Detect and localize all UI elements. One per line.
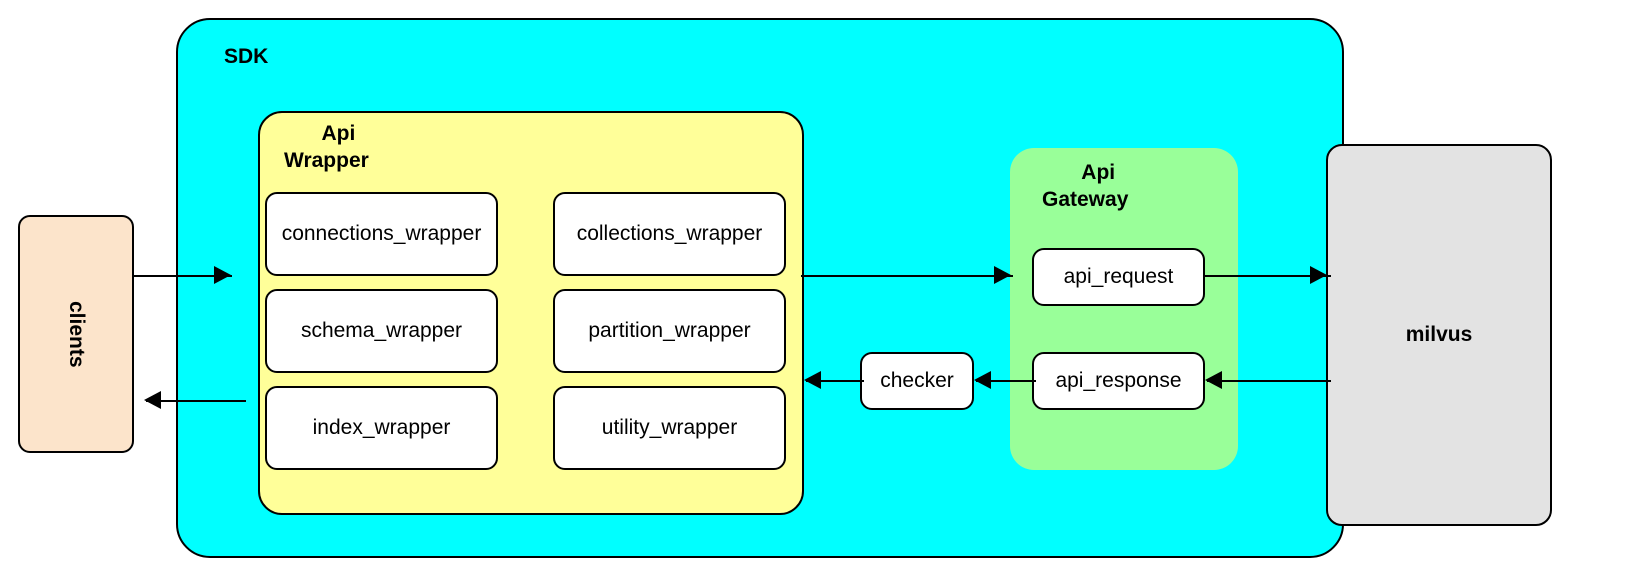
edge-milvus-to-api-response [1207, 380, 1331, 382]
arrowhead-right-icon [1310, 266, 1327, 284]
node-schema-wrapper[interactable]: schema_wrapper [265, 289, 498, 373]
edge-clients-to-api-wrapper [134, 275, 232, 277]
node-label: utility_wrapper [601, 416, 738, 439]
arrowhead-right-icon [994, 266, 1011, 284]
milvus-box[interactable]: milvus [1326, 144, 1552, 526]
node-api-response[interactable]: api_response [1032, 352, 1205, 410]
node-label: index_wrapper [312, 416, 451, 439]
arrowhead-left-icon [974, 371, 991, 389]
node-connections-wrapper[interactable]: connections_wrapper [265, 192, 498, 276]
clients-box[interactable]: clients [18, 215, 134, 453]
edge-api-wrapper-to-clients [146, 400, 246, 402]
sdk-title: SDK [224, 45, 269, 68]
api-wrapper-title: Api Wrapper [284, 122, 369, 172]
node-label: checker [880, 369, 954, 392]
node-label: collections_wrapper [576, 222, 763, 245]
node-label: connections_wrapper [281, 222, 482, 245]
clients-label: clients [65, 300, 88, 368]
arrowhead-right-icon [214, 266, 231, 284]
node-checker[interactable]: checker [860, 352, 974, 410]
node-label: api_request [1063, 265, 1174, 288]
edge-checker-to-api-wrapper [806, 380, 864, 382]
arrowhead-left-icon [1205, 371, 1222, 389]
node-api-request[interactable]: api_request [1032, 248, 1205, 306]
node-utility-wrapper[interactable]: utility_wrapper [553, 386, 786, 470]
node-label: partition_wrapper [588, 319, 751, 342]
api-gateway-container: Api Gateway [1010, 148, 1238, 470]
edge-api-response-to-checker [976, 380, 1036, 382]
arrowhead-left-icon [144, 391, 161, 409]
arrowhead-left-icon [804, 371, 821, 389]
milvus-label: milvus [1405, 323, 1473, 346]
node-label: schema_wrapper [300, 319, 463, 342]
edge-api-wrapper-to-api-gateway [801, 275, 1013, 277]
api-gateway-title: Api Gateway [1042, 161, 1129, 211]
node-partition-wrapper[interactable]: partition_wrapper [553, 289, 786, 373]
edge-api-request-to-milvus [1205, 275, 1331, 277]
node-collections-wrapper[interactable]: collections_wrapper [553, 192, 786, 276]
node-index-wrapper[interactable]: index_wrapper [265, 386, 498, 470]
node-label: api_response [1055, 369, 1182, 392]
